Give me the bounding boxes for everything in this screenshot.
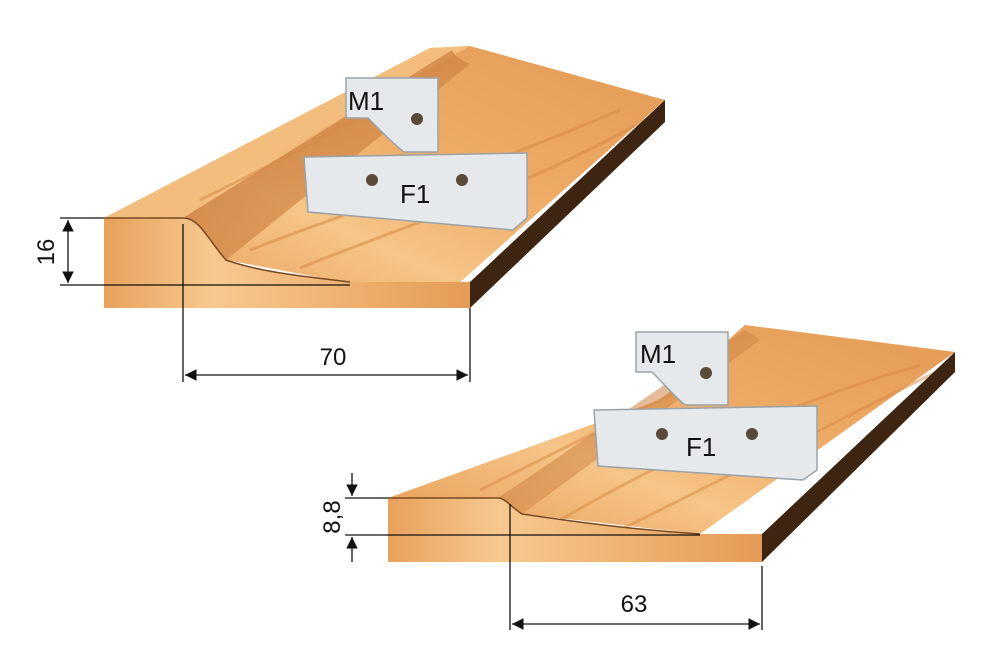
dimension-label-width-top: 70 (320, 344, 347, 371)
dimension-thickness-top (60, 217, 350, 286)
knife-hole-icon (411, 113, 423, 125)
knife-label-f1: F1 (400, 179, 430, 209)
knife-hole-icon (656, 428, 668, 440)
board-bottom-side (762, 352, 955, 562)
board-top-side (470, 100, 665, 308)
knife-hole-icon (746, 428, 758, 440)
dimension-thickness-bottom (345, 473, 700, 562)
dimension-label-width-bottom: 63 (621, 591, 648, 618)
knife-label-m1: M1 (348, 86, 384, 116)
knife-hole-icon (366, 174, 378, 186)
dimension-label-thickness-top: 16 (33, 239, 60, 266)
dimension-width-bottom (509, 504, 763, 630)
knife-f1-top: F1 (303, 152, 528, 231)
knife-f1-bottom: F1 (593, 405, 818, 481)
knife-m1-bottom: M1 (635, 331, 729, 406)
dimension-width-top (182, 224, 471, 382)
dimension-label-thickness-bottom: 8,8 (319, 500, 346, 533)
board-bottom-front (388, 498, 762, 562)
knife-hole-icon (700, 367, 712, 379)
knife-hole-icon (456, 174, 468, 186)
knife-label-m1: M1 (640, 339, 676, 369)
knife-label-f1: F1 (686, 432, 716, 462)
knife-m1-top: M1 (345, 77, 439, 153)
